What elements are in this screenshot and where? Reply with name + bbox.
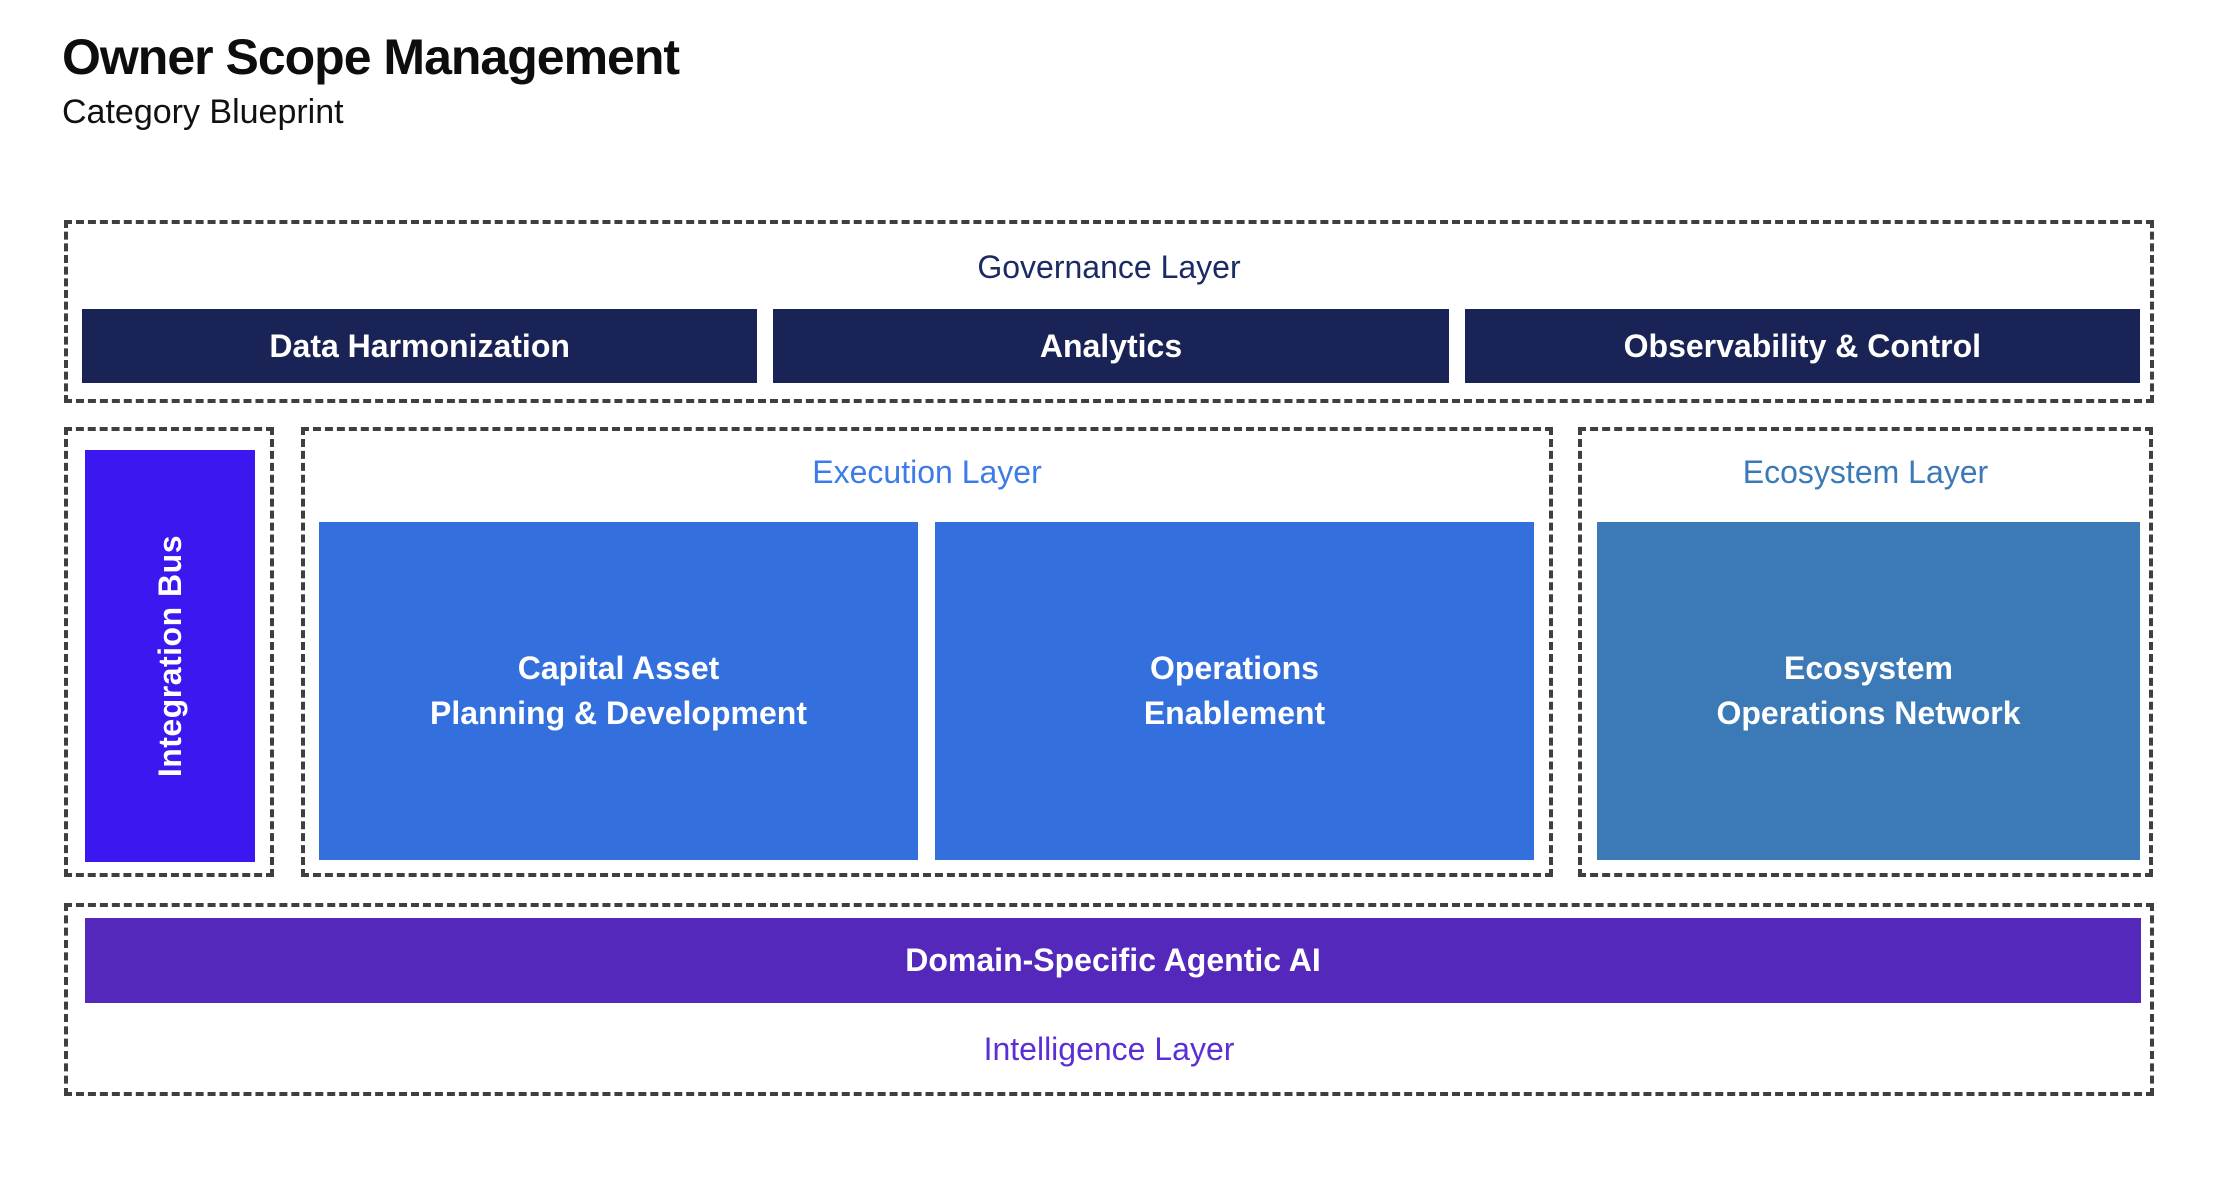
governance-box-data-harmonization: Data Harmonization [82, 309, 758, 383]
integration-bus-box: Integration Bus [85, 450, 255, 862]
governance-box-analytics: Analytics [773, 309, 1449, 383]
page-header: Owner Scope Management Category Blueprin… [62, 29, 680, 132]
integration-bus-label: Integration Bus [151, 534, 188, 778]
intelligence-layer-region: Domain-Specific Agentic AI Intelligence … [64, 903, 2154, 1096]
ecosystem-layer-label: Ecosystem Layer [1742, 454, 1989, 490]
execution-layer-region: Execution Layer Capital Asset Planning &… [301, 427, 1553, 877]
governance-box-observability-control: Observability & Control [1464, 309, 2140, 383]
page-subtitle: Category Blueprint [62, 93, 344, 131]
ecosystem-box-operations-network: Ecosystem Operations Network [1597, 522, 2140, 860]
governance-boxes-row: Data Harmonization Analytics Observabili… [82, 309, 2140, 383]
ecosystem-layer-region: Ecosystem Layer Ecosystem Operations Net… [1578, 427, 2153, 877]
intelligence-layer-label: Intelligence Layer [983, 1030, 1235, 1067]
governance-layer-label: Governance Layer [977, 249, 1241, 285]
intelligence-bar-domain-specific-agentic-ai: Domain-Specific Agentic AI [85, 918, 2141, 1003]
execution-boxes-row: Capital Asset Planning & Development Ope… [319, 522, 1534, 860]
page-title: Owner Scope Management [62, 29, 680, 85]
integration-bus-region: Integration Bus [64, 427, 274, 877]
governance-layer-region: Governance Layer Data Harmonization Anal… [64, 220, 2154, 403]
execution-layer-label: Execution Layer [812, 454, 1042, 490]
execution-box-capital-asset-planning-development: Capital Asset Planning & Development [319, 522, 918, 860]
ecosystem-boxes-row: Ecosystem Operations Network [1597, 522, 2140, 860]
execution-box-operations-enablement: Operations Enablement [935, 522, 1534, 860]
